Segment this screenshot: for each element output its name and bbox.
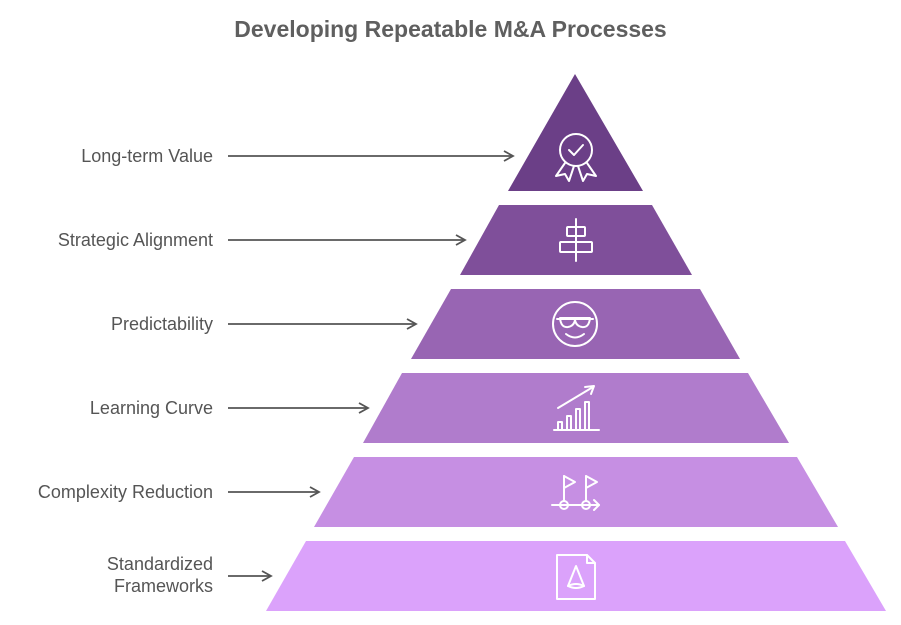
align-center-icon <box>559 218 593 262</box>
diagram-title: Developing Repeatable M&A Processes <box>234 16 667 42</box>
tier-standardized-frameworks <box>266 541 886 611</box>
tier-long-term-value <box>508 74 643 191</box>
document-cone-icon <box>556 554 596 600</box>
milestone-flags-icon <box>551 475 600 511</box>
label-complexity-reduction: Complexity Reduction <box>37 482 213 502</box>
label-strategic-alignment: Strategic Alignment <box>57 230 213 250</box>
growth-chart-icon <box>553 385 600 431</box>
label-long-term-value: Long-term Value <box>81 146 213 166</box>
sunglasses-face-icon <box>552 301 598 347</box>
label-predictability: Predictability <box>110 314 213 334</box>
tier-complexity-reduction <box>314 457 838 527</box>
award-ribbon-icon <box>555 133 597 182</box>
label-standardized-frameworks: Standardized Frameworks <box>107 553 213 597</box>
label-line-1: Standardized <box>106 554 213 574</box>
label-line-2: Frameworks <box>113 576 213 596</box>
label-learning-curve: Learning Curve <box>89 398 213 418</box>
